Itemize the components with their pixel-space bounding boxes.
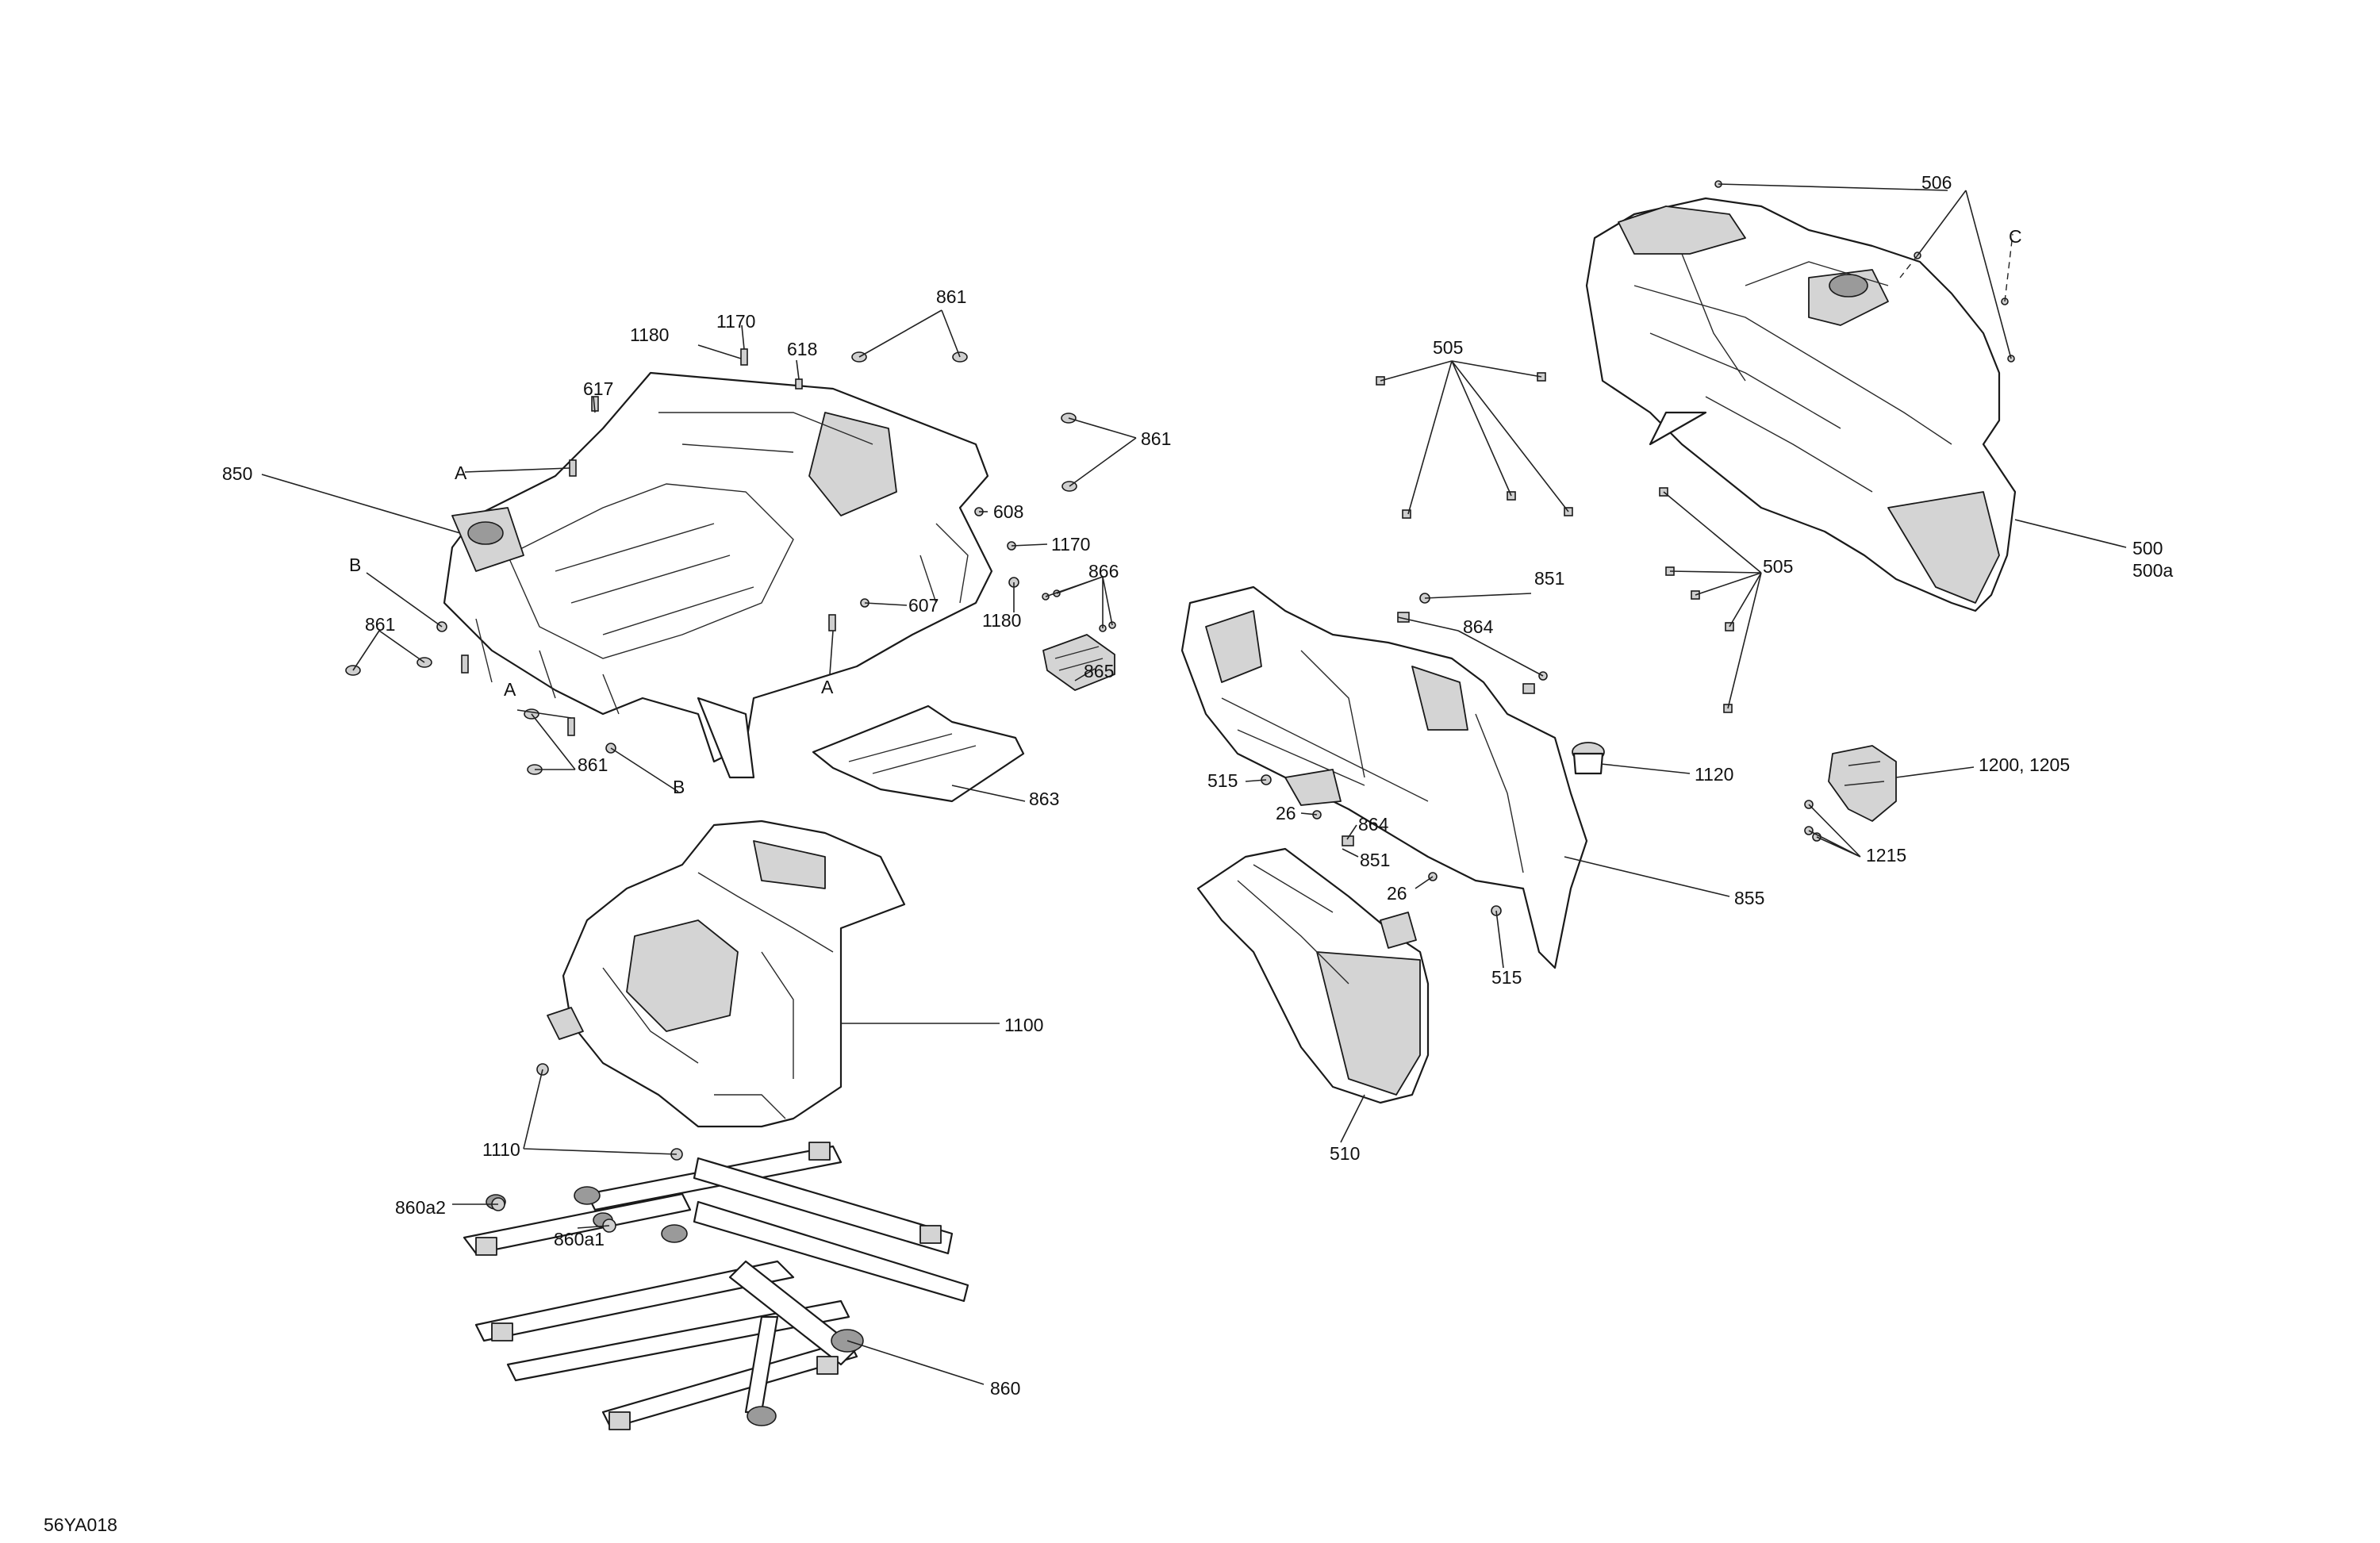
callout-1200-1205: 1200, 1205 (1979, 754, 2070, 775)
part-500-front-body (1585, 197, 2017, 612)
callout-864-lower: 864 (1358, 814, 1389, 835)
callout-851-lower: 851 (1360, 850, 1390, 870)
callout-labels: 506 C 505 505 500 500a 861 1170 1180 618… (44, 172, 2173, 1535)
callout-510: 510 (1330, 1143, 1360, 1164)
callout-1120: 1120 (1695, 764, 1733, 785)
callout-500: 500 (2132, 538, 2163, 558)
callout-850: 850 (222, 463, 252, 484)
part-855-inner-panel (1180, 585, 1588, 969)
callout-515-left: 515 (1207, 770, 1238, 791)
callout-617: 617 (583, 378, 613, 399)
callout-a-bottom: A (504, 679, 516, 700)
part-510-side-panel (1196, 847, 1430, 1104)
callout-855: 855 (1734, 888, 1764, 908)
callout-26-upper: 26 (1276, 803, 1296, 823)
callout-1170-top: 1170 (716, 311, 755, 332)
callout-860a1: 860a1 (554, 1229, 605, 1249)
callout-a-middle: A (821, 677, 834, 697)
callout-618: 618 (787, 339, 817, 359)
callout-860: 860 (990, 1378, 1020, 1399)
diagram-id: 56YA018 (44, 1514, 117, 1535)
callout-515-right: 515 (1491, 967, 1522, 988)
callout-863: 863 (1029, 789, 1059, 809)
callout-1180-top: 1180 (630, 324, 669, 345)
callout-861-top: 861 (936, 286, 966, 307)
part-1100-lower-body (547, 819, 906, 1128)
callout-1110: 1110 (482, 1139, 520, 1160)
callout-505-upper: 505 (1433, 337, 1463, 358)
callout-860a2: 860a2 (395, 1197, 446, 1218)
callout-506: 506 (1921, 172, 1952, 193)
callout-861-right: 861 (1141, 428, 1171, 449)
part-1200-cover (1804, 745, 1897, 842)
callout-1180-right: 1180 (982, 610, 1021, 631)
part-1120-plug (1572, 742, 1605, 775)
callout-b-bottom: B (673, 777, 685, 797)
callout-26-lower: 26 (1387, 883, 1407, 904)
callout-b-left: B (349, 555, 361, 575)
callout-865: 865 (1084, 661, 1114, 681)
callout-861-bottom: 861 (578, 754, 608, 775)
callout-866: 866 (1088, 561, 1119, 582)
callout-1215: 1215 (1866, 845, 1906, 866)
callout-500a: 500a (2132, 560, 2173, 581)
callout-505-lower: 505 (1763, 556, 1793, 577)
part-863-mat (812, 704, 1025, 803)
leader-lines (261, 183, 2127, 1385)
callout-861-left: 861 (365, 614, 395, 635)
part-860-sub-frame (463, 1142, 969, 1430)
part-850-rear-rack-frame (443, 371, 993, 779)
callout-1100: 1100 (1004, 1015, 1043, 1035)
callout-607: 607 (908, 595, 939, 616)
callout-1170-right: 1170 (1051, 534, 1090, 555)
callout-608: 608 (993, 501, 1023, 522)
callout-851-top: 851 (1534, 568, 1564, 589)
callout-a-top: A (455, 463, 467, 483)
callout-864-top: 864 (1463, 616, 1494, 637)
callout-c: C (2009, 226, 2022, 247)
